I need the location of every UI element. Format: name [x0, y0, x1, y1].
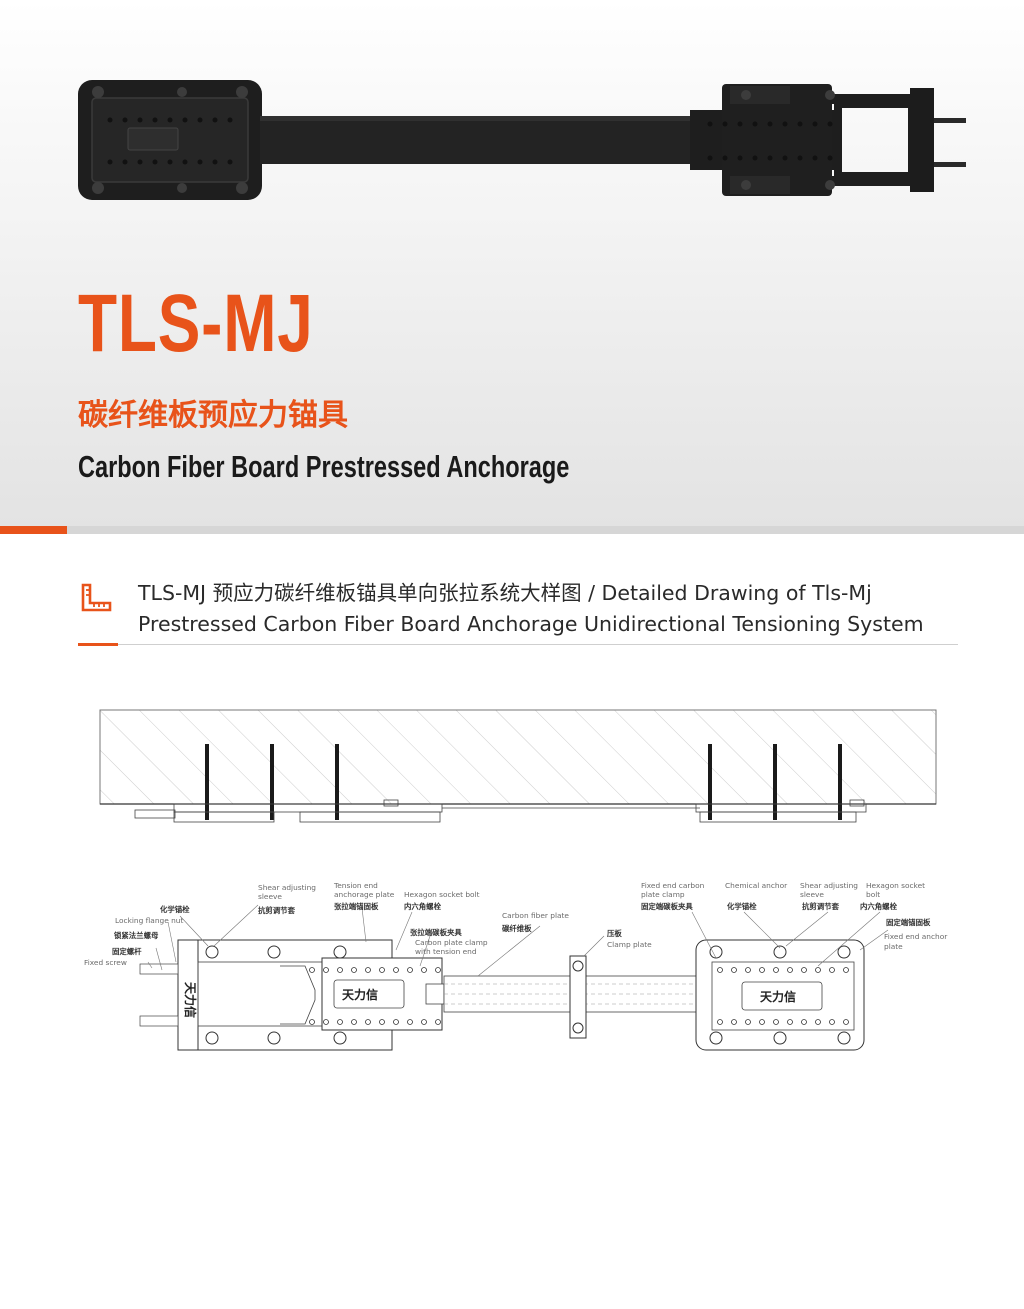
label-shear-right-cn: 抗剪调节套 [802, 902, 840, 911]
label-fixed-screw-cn: 固定螺杆 [112, 947, 142, 956]
label-shear-sleeve-cn: 抗剪调节套 [258, 906, 296, 915]
label-fixed-clamp-en-1: Fixed end carbon [641, 881, 705, 890]
label-shear-sleeve-en-1: Shear adjusting [258, 883, 316, 892]
label-tension-clamp-cn: 张拉端碳板夹具 [410, 928, 462, 937]
title-chinese: 碳纤维板预应力锚具 [78, 398, 348, 433]
section-title-line1: TLS-MJ 预应力碳纤维板锚具单向张拉系统大样图 / Detailed Dra… [138, 581, 872, 605]
section-rule [78, 644, 958, 645]
label-hex-right-en-2: bolt [866, 890, 880, 899]
label-hex-right-cn: 内六角螺栓 [860, 902, 898, 911]
concrete-section [99, 709, 937, 805]
brand-mark-right: 天力信 [760, 989, 796, 1004]
product-photo [78, 80, 966, 200]
label-shear-right-en-2: sleeve [800, 890, 824, 899]
divider-bar [0, 526, 1024, 534]
elevation-anchorage [134, 799, 867, 823]
label-clamp-plate-en: Clamp plate [607, 940, 652, 949]
section-title-line2: Prestressed Carbon Fiber Board Anchorage… [138, 612, 924, 636]
label-hex-right-en-1: Hexagon socket [866, 881, 925, 890]
model-title: TLS-MJ [78, 278, 314, 369]
title-english: Carbon Fiber Board Prestressed Anchorage [78, 449, 570, 484]
label-locking-nut-cn: 锁紧法兰螺母 [113, 931, 159, 940]
detail-drawing: 天力信 天力信 天力信 [84, 709, 948, 1051]
brand-mark-vertical: 天力信 [183, 982, 198, 1018]
leader-lines [147, 904, 889, 977]
label-cfp-cn: 碳纤维板 [502, 924, 532, 933]
label-tension-plate-cn: 张拉端锚固板 [334, 902, 379, 911]
ruler-square-icon [81, 583, 112, 612]
label-tension-clamp-en-1: Carbon plate clamp [415, 938, 488, 947]
label-hex-bolt-en: Hexagon socket bolt [404, 890, 480, 899]
divider-accent [0, 526, 67, 534]
label-fixed-clamp-en-2: plate clamp [641, 890, 685, 899]
label-fixed-screw-en: Fixed screw [84, 958, 127, 967]
label-chem-anchor-right-en: Chemical anchor [725, 881, 788, 890]
label-hex-bolt-cn: 内六角螺栓 [404, 902, 442, 911]
label-fixed-clamp-cn: 固定端碳板夹具 [641, 902, 693, 911]
plan-view: 天力信 天力信 天力信 [139, 939, 865, 1051]
chemical-anchor-bolts [205, 744, 842, 820]
section-rule-accent [78, 643, 118, 646]
label-clamp-plate-cn: 压板 [607, 929, 622, 938]
label-fixed-plate-en-1: Fixed end anchor [884, 932, 948, 941]
label-shear-sleeve-en-2: sleeve [258, 892, 282, 901]
label-fixed-plate-cn: 固定端锚固板 [886, 918, 931, 927]
label-locking-nut-en: Locking flange nut [115, 916, 183, 925]
label-tension-plate-en-2: anchorage plate [334, 890, 395, 899]
drawing-labels: Shear adjusting sleeve 抗剪调节套 化学锚栓 Lockin… [84, 881, 948, 967]
label-shear-right-en-1: Shear adjusting [800, 881, 858, 890]
label-tension-plate-en-1: Tension end [333, 881, 378, 890]
label-chem-anchor-right-cn: 化学锚栓 [727, 902, 757, 911]
label-tension-clamp-en-2: with tension end [415, 947, 477, 956]
label-chemical-anchor-cn: 化学锚栓 [160, 905, 190, 914]
label-fixed-plate-en-2: plate [884, 942, 903, 951]
brand-mark-left: 天力信 [342, 987, 378, 1002]
label-cfp-en: Carbon fiber plate [502, 911, 569, 920]
